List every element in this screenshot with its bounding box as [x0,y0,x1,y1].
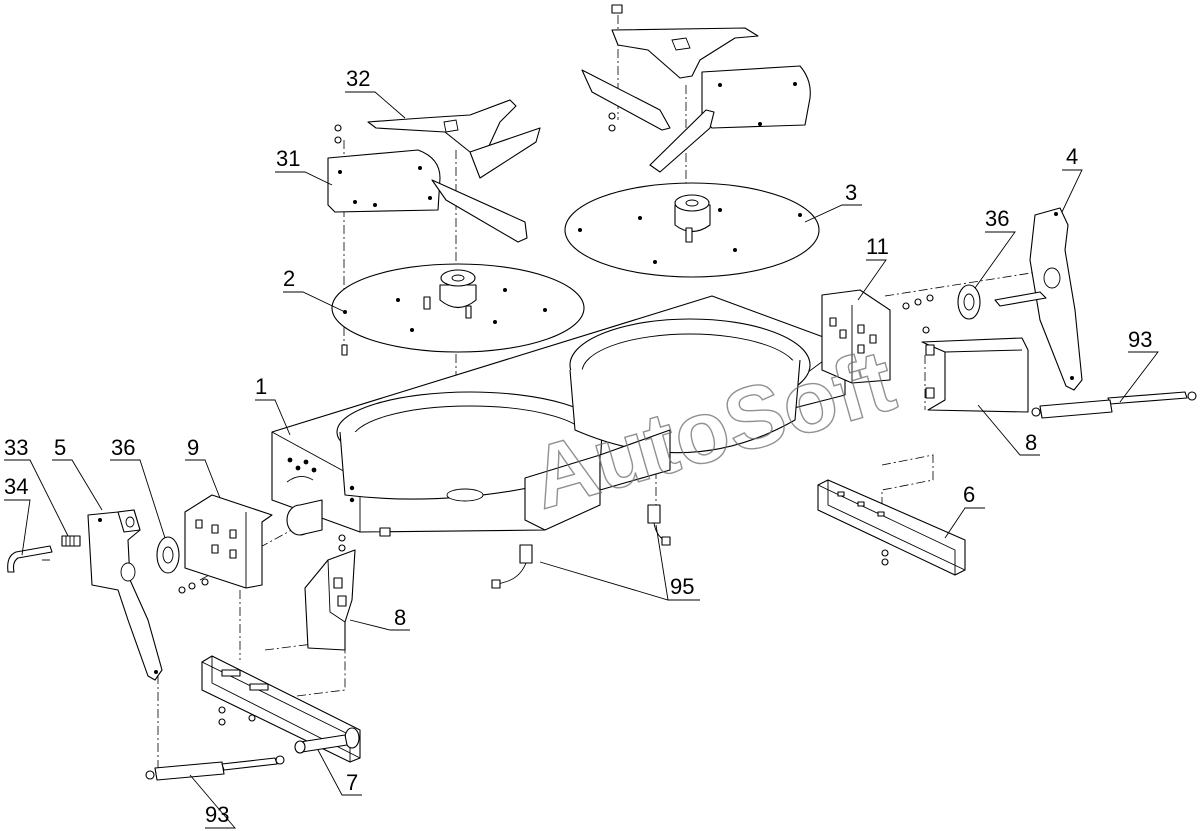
callout-label-93-left: 93 [205,802,229,827]
vane-plate-left [327,149,528,243]
callout-label-31: 31 [276,146,300,171]
callout-label-95: 95 [670,574,694,599]
disc-bracket-left [334,99,541,179]
callout-label-6: 6 [963,482,975,507]
callout-label-11: 11 [866,234,889,259]
callouts: 1 2 3 4 5 6 7 8 8 9 11 31 32 [4,66,1159,829]
callout-label-2: 2 [283,266,295,291]
gas-spring-left [145,755,285,781]
lever-arm-left [87,509,163,681]
callout-label-5: 5 [54,435,66,460]
cross-beam-left [201,655,361,763]
gas-spring-right [1031,391,1197,419]
callout-label-36-right: 36 [985,206,1009,231]
side-bracket-right [821,289,934,384]
bearing-left [156,536,180,574]
callout-label-1: 1 [255,374,267,399]
cross-beam-right [817,479,966,576]
callout-label-4: 4 [1066,144,1078,169]
callout-label-7: 7 [346,770,358,795]
callout-label-9: 9 [187,435,199,460]
sensor-right [647,504,671,546]
callout-label-32: 32 [346,66,370,91]
pin-left [7,545,53,573]
callout-label-8-right: 8 [1025,430,1037,455]
spreader-disc-right [564,182,820,278]
main-frame [271,295,846,536]
spreader-disc-left [331,263,585,356]
guard-left [304,527,391,651]
spring-left [61,535,81,547]
callout-label-3: 3 [845,180,857,205]
bearing-plate-left [178,494,273,594]
callout-label-33: 33 [4,435,28,460]
lever-arm-right [957,207,1083,391]
sensor-left [491,544,533,589]
callout-label-34: 34 [4,474,28,499]
guard-right [921,326,1029,413]
callout-label-8-left: 8 [394,605,406,630]
vane-plate-right [581,4,811,173]
callout-label-93-right: 93 [1128,327,1152,352]
callout-label-36-left: 36 [111,435,135,460]
